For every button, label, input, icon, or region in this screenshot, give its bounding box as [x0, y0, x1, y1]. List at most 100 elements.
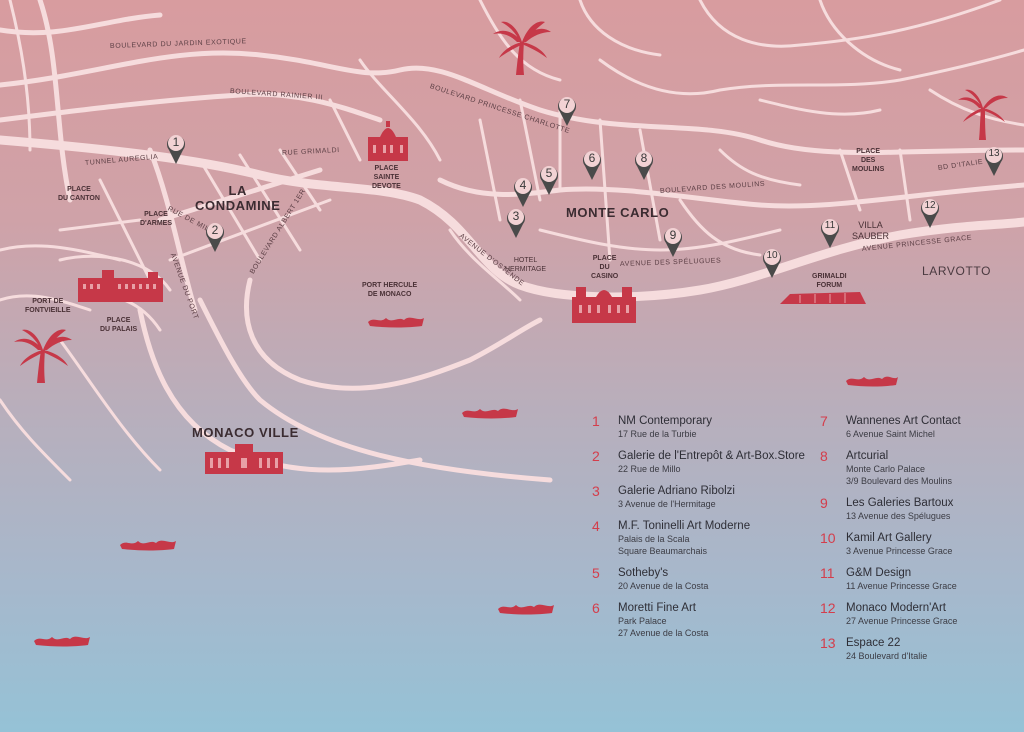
- gallery-name: Kamil Art Gallery: [846, 532, 932, 544]
- legend-number: 13: [820, 635, 836, 651]
- map-pin-number: 3: [512, 209, 520, 223]
- legend-entry[interactable]: 5 Sotheby's 20 Avenue de la Costa: [592, 565, 807, 592]
- legend-number: 4: [592, 518, 600, 534]
- map-pin-3[interactable]: 3: [506, 207, 526, 239]
- legend-number: 2: [592, 448, 600, 464]
- map-pin-7[interactable]: 7: [557, 95, 577, 127]
- gallery-address: 3 Avenue Princesse Grace: [846, 546, 953, 556]
- map-pin-icon: [763, 249, 781, 278]
- legend-entry[interactable]: 10 Kamil Art Gallery 3 Avenue Princesse Gr…: [820, 530, 1020, 557]
- gallery-address: 17 Rue de la Turbie: [618, 429, 697, 439]
- legend-entry[interactable]: 3 Galerie Adriano Ribolzi 3 Avenue de l'He…: [592, 483, 807, 510]
- gallery-address: Palais de la Scala: [618, 534, 690, 544]
- boat-cluster-icon: [846, 376, 898, 387]
- map-pin-10[interactable]: 10: [762, 247, 782, 279]
- district-monaco-ville: MONACO VILLE: [192, 425, 299, 440]
- gallery-address: Square Beaumarchais: [618, 546, 708, 556]
- gallery-address: 22 Rue de Millo: [618, 464, 681, 474]
- legend-entry[interactable]: 2 Galerie de l'Entrepôt & Art-Box.Store 22…: [592, 448, 807, 475]
- gallery-name: G&M Design: [846, 567, 912, 579]
- place-label: PLACE DU CANTON: [58, 186, 100, 202]
- gallery-address: 20 Avenue de la Costa: [618, 581, 709, 591]
- boat-cluster-icon: [462, 408, 518, 419]
- map-pin-icon: [664, 228, 682, 257]
- place-label: PLACE DU CASINO: [591, 255, 619, 280]
- legend-number: 10: [820, 530, 836, 546]
- map-pin-6[interactable]: 6: [582, 149, 602, 181]
- map-pin-icon: [635, 151, 653, 180]
- legend-number: 5: [592, 565, 600, 581]
- palm-tree-icon: [958, 89, 1008, 140]
- map-pin-icon: [921, 199, 939, 228]
- map-pin-11[interactable]: 11: [820, 217, 840, 249]
- map-pin-4[interactable]: 4: [513, 176, 533, 208]
- gallery-address: 11 Avenue Princesse Grace: [846, 581, 957, 591]
- casino-building-icon: [572, 287, 636, 323]
- gallery-name: NM Contemporary: [618, 415, 712, 427]
- district-larvotto: LARVOTTO: [922, 264, 992, 278]
- map-pin-9[interactable]: 9: [663, 226, 683, 258]
- gallery-address: 6 Avenue Saint Michel: [846, 429, 935, 439]
- legend-number: 8: [820, 448, 828, 464]
- gallery-name: Moretti Fine Art: [618, 602, 696, 614]
- map-pin-icon: [540, 166, 558, 195]
- place-label: PORT HERCULE DE MONACO: [362, 282, 418, 298]
- palm-tree-icon: [493, 21, 551, 75]
- gallery-name: Galerie de l'Entrepôt & Art-Box.Store: [618, 450, 805, 462]
- map-pin-number: 11: [824, 220, 836, 231]
- map-pin-13[interactable]: 13: [984, 145, 1004, 177]
- map-pin-12[interactable]: 12: [920, 197, 940, 229]
- legend-number: 3: [592, 483, 600, 499]
- map-pin-number: 2: [211, 223, 219, 237]
- palais-princier-building-icon: [78, 270, 163, 302]
- district-monte-carlo: MONTE CARLO: [566, 205, 670, 220]
- map-pin-5[interactable]: 5: [539, 164, 559, 196]
- map-pin-icon: [167, 135, 185, 164]
- gallery-name: M.F. Toninelli Art Moderne: [618, 520, 751, 532]
- map-pin-2[interactable]: 2: [205, 221, 225, 253]
- map-pin-1[interactable]: 1: [166, 133, 186, 165]
- map-pin-icon: [821, 219, 839, 248]
- map-pin-icon: [514, 178, 532, 207]
- gallery-address: 3/9 Boulevard des Moulins: [846, 476, 953, 486]
- gallery-address: 3 Avenue de l'Hermitage: [618, 499, 716, 509]
- legend-entry[interactable]: 11 G&M Design 11 Avenue Princesse Grace: [820, 565, 1020, 592]
- place-label: PLACE DES MOULINS: [852, 148, 885, 173]
- gallery-name: Sotheby's: [618, 567, 669, 579]
- gallery-address: 27 Avenue de la Costa: [618, 628, 709, 638]
- gallery-address: Park Palace: [618, 616, 667, 626]
- legend-number: 11: [820, 565, 835, 581]
- gallery-address: 24 Boulevard d'Italie: [846, 651, 928, 661]
- map-pin-number: 13: [988, 148, 1000, 159]
- legend-number: 6: [592, 600, 600, 616]
- map-pin-icon: [507, 209, 525, 238]
- grimaldi-forum-building-icon: [780, 292, 866, 304]
- map-pin-number: 9: [669, 228, 677, 242]
- gallery-address: 13 Avenue des Spélugues: [846, 511, 951, 521]
- sainte-devote-church-icon: [368, 121, 408, 161]
- map-pin-number: 6: [588, 151, 596, 165]
- gallery-name: Galerie Adriano Ribolzi: [618, 485, 735, 497]
- gallery-address: Monte Carlo Palace: [846, 464, 926, 474]
- boat-cluster-icon: [498, 604, 554, 615]
- map-pin-8[interactable]: 8: [634, 149, 654, 181]
- cathedral-building-icon: [205, 444, 283, 474]
- place-label: VILLA SAUBER: [852, 220, 890, 241]
- gallery-name: Les Galeries Bartoux: [846, 497, 954, 509]
- boat-cluster-icon: [34, 636, 90, 647]
- district-la-condamine: LA CONDAMINE: [195, 183, 281, 213]
- gallery-name: Wannenes Art Contact: [846, 415, 961, 427]
- place-label: HOTEL HERMITAGE: [505, 257, 547, 273]
- map-pin-number: 5: [545, 166, 553, 180]
